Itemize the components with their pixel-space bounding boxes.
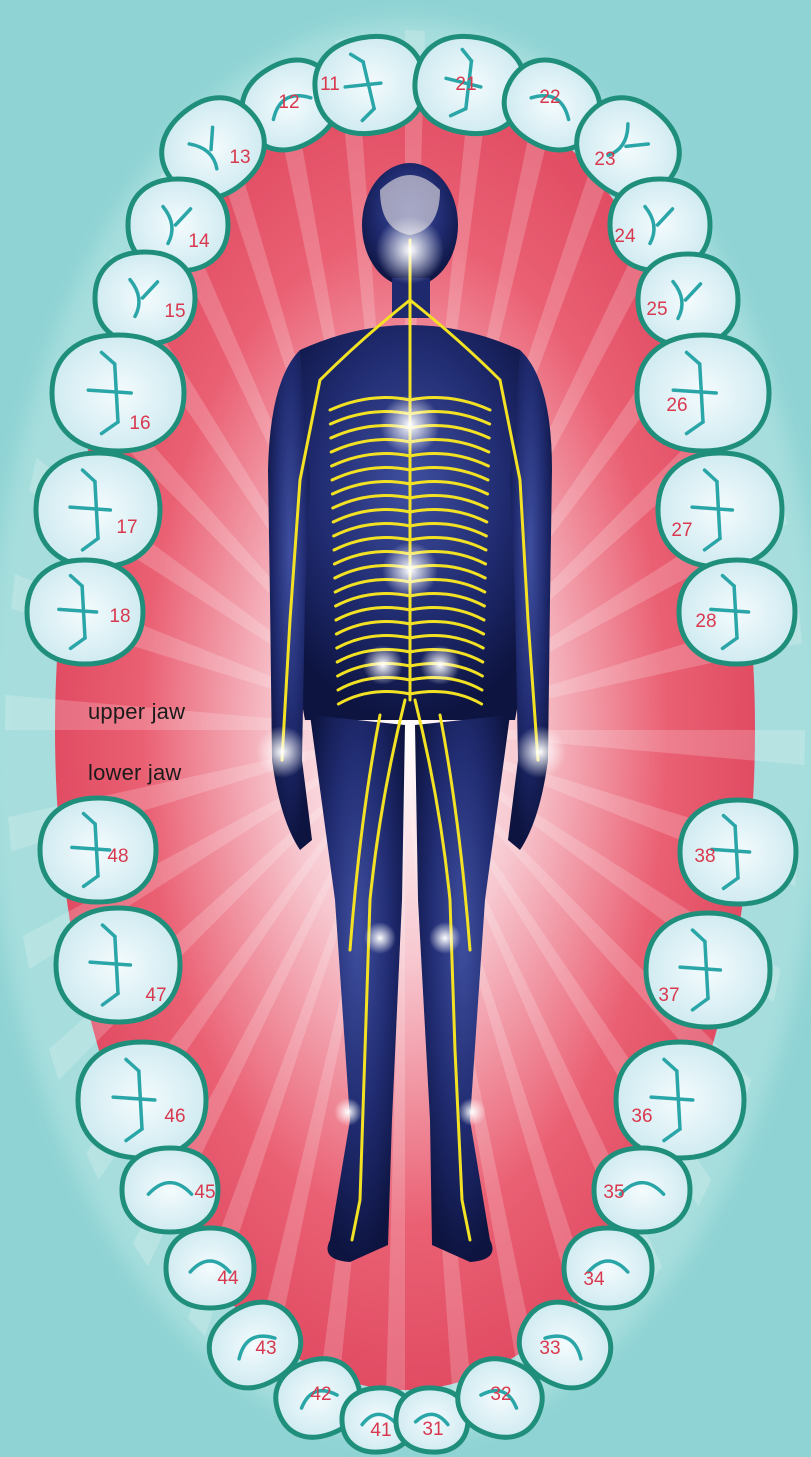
- glow-point: [420, 645, 460, 685]
- tooth-number-24: 24: [614, 226, 636, 247]
- tooth-number-46: 46: [164, 1106, 185, 1127]
- tooth-15: [95, 252, 195, 344]
- tooth-number-23: 23: [594, 149, 615, 170]
- glow-point: [514, 726, 566, 778]
- tooth-number-34: 34: [583, 1269, 605, 1290]
- glow-point: [256, 726, 308, 778]
- tooth-number-47: 47: [145, 985, 166, 1006]
- tooth-number-22: 22: [539, 87, 560, 108]
- tooth-34: [564, 1228, 652, 1308]
- tooth-number-36: 36: [631, 1106, 652, 1127]
- lower-jaw-label: lower jaw: [88, 760, 182, 786]
- upper-jaw-label: upper jaw: [88, 699, 185, 725]
- tooth-number-17: 17: [116, 517, 137, 538]
- tooth-number-33: 33: [539, 1338, 560, 1359]
- tooth-46: [78, 1042, 206, 1158]
- tooth-16: [52, 335, 184, 451]
- tooth-number-21: 21: [455, 74, 476, 95]
- tooth-number-43: 43: [255, 1338, 276, 1359]
- glow-point: [380, 395, 440, 455]
- tooth-number-32: 32: [490, 1384, 511, 1405]
- tooth-number-14: 14: [188, 231, 210, 252]
- tooth-number-28: 28: [695, 611, 716, 632]
- glow-point: [458, 1098, 486, 1126]
- tooth-number-48: 48: [107, 846, 128, 867]
- tooth-number-18: 18: [109, 606, 130, 627]
- tooth-number-13: 13: [229, 147, 250, 168]
- glow-point: [334, 1098, 362, 1126]
- tooth-27: [658, 453, 782, 567]
- tooth-number-27: 27: [671, 520, 692, 541]
- tooth-crown: [95, 252, 195, 344]
- glow-point: [364, 922, 396, 954]
- tooth-number-41: 41: [370, 1420, 391, 1441]
- glow-point: [429, 922, 461, 954]
- tooth-37: [646, 913, 770, 1027]
- tooth-number-26: 26: [666, 395, 687, 416]
- tooth-number-44: 44: [217, 1268, 239, 1289]
- glow-point: [363, 645, 403, 685]
- tooth-crown: [166, 1228, 254, 1308]
- tooth-number-42: 42: [310, 1384, 331, 1405]
- tooth-number-16: 16: [129, 413, 150, 434]
- tooth-number-38: 38: [694, 846, 715, 867]
- tooth-number-35: 35: [603, 1182, 624, 1203]
- tooth-26: [637, 335, 769, 451]
- tooth-number-25: 25: [646, 299, 667, 320]
- tooth-44: [166, 1228, 254, 1308]
- glow-point: [376, 216, 444, 284]
- tooth-number-45: 45: [194, 1182, 215, 1203]
- tooth-number-15: 15: [164, 301, 185, 322]
- tooth-48: [40, 798, 156, 902]
- tooth-36: [616, 1042, 744, 1158]
- tooth-crown: [564, 1228, 652, 1308]
- tooth-17: [36, 453, 160, 567]
- tooth-number-37: 37: [658, 985, 679, 1006]
- tooth-number-12: 12: [278, 92, 299, 113]
- tooth-number-31: 31: [422, 1419, 443, 1440]
- glow-point: [382, 542, 438, 598]
- tooth-number-11: 11: [320, 74, 340, 95]
